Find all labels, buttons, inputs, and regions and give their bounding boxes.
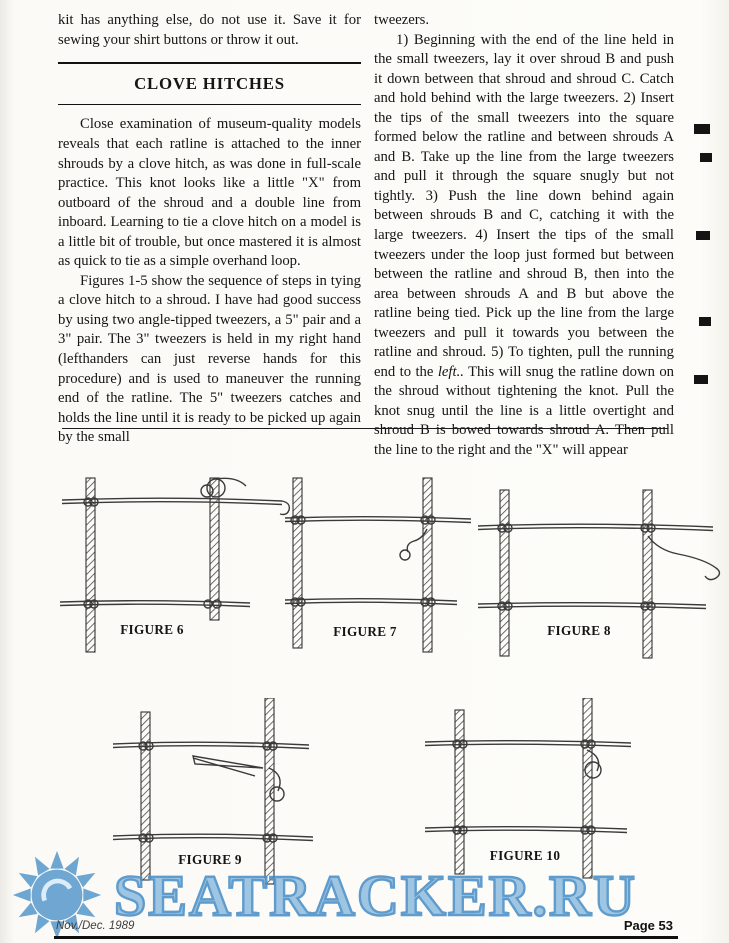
- figure-7-illustration: [284, 477, 472, 653]
- footer-rule: [54, 936, 678, 939]
- figure-6-illustration: [59, 477, 291, 653]
- figure-10: FIGURE 10: [415, 697, 640, 885]
- steps-paragraph: 1) Beginning with the end of the line he…: [374, 31, 674, 461]
- intro-paragraph: kit has anything else, do not use it. Sa…: [58, 12, 361, 48]
- figure-8: FIGURE 8: [477, 488, 728, 665]
- steps-text-before: 1) Beginning with the end of the line he…: [374, 31, 674, 380]
- figure-6-caption: FIGURE 6: [120, 622, 184, 637]
- scan-artifact: [700, 153, 712, 162]
- scan-artifact: [699, 317, 711, 326]
- continuation-word: tweezers.: [374, 12, 430, 28]
- figure-9: FIGURE 9: [105, 697, 330, 891]
- scan-artifact: [696, 231, 710, 240]
- section-heading: CLOVE HITCHES: [134, 74, 285, 94]
- body-paragraph-2: Figures 1-5 show the sequence of steps i…: [58, 272, 361, 446]
- scan-artifact: [694, 375, 708, 384]
- figure-7-caption: FIGURE 7: [333, 624, 397, 639]
- figure-9-illustration: [112, 697, 314, 885]
- figure-10-illustration: [424, 697, 632, 879]
- scan-artifact: [694, 124, 710, 134]
- figure-10-caption: FIGURE 10: [489, 848, 561, 863]
- figure-9-caption: FIGURE 9: [178, 852, 242, 867]
- heading-rule-top: [58, 62, 361, 65]
- figure-7: FIGURE 7: [284, 476, 480, 661]
- left-column: kit has anything else, do not use it. Sa…: [58, 11, 361, 448]
- figure-6: FIGURE 6: [50, 476, 300, 659]
- steps-text-after: This will snug the ratline down on the s…: [374, 363, 675, 459]
- figure-8-caption: FIGURE 8: [547, 623, 611, 638]
- footer-page-number: Page 53: [623, 918, 673, 933]
- figure-8-illustration: [477, 489, 721, 659]
- body-paragraph-1: Close examination of museum-quality mode…: [58, 116, 361, 270]
- footer-issue-date: Nov./Dec. 1989: [56, 920, 135, 932]
- steps-text-italic: left..: [437, 363, 464, 380]
- section-divider-rule: [62, 428, 668, 429]
- right-column: tweezers. 1) Beginning with the end of t…: [374, 11, 674, 461]
- heading-rule-bottom: [58, 104, 361, 106]
